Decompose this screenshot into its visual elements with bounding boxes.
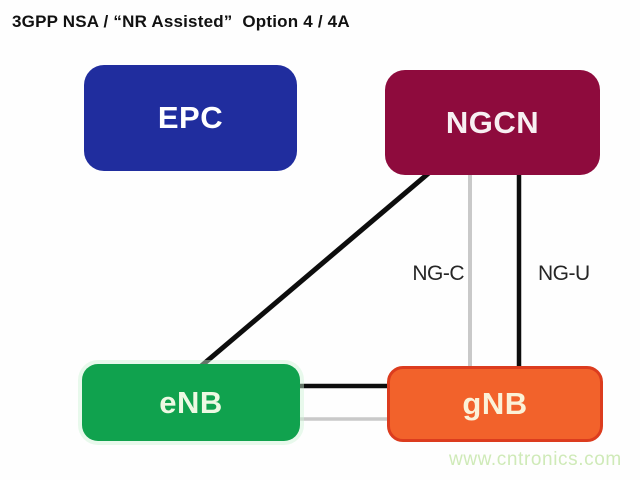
edge-label-ng-c: NG-C <box>412 262 464 285</box>
edge-ngcn-to-enb <box>198 170 432 369</box>
node-gnb: gNB <box>387 366 603 442</box>
node-ngcn: NGCN <box>385 70 600 175</box>
node-epc-label: EPC <box>157 100 224 135</box>
node-enb: eNB <box>82 364 300 441</box>
edge-label-ng-u: NG-U <box>538 262 590 285</box>
node-ngcn-label: NGCN <box>445 104 540 140</box>
watermark: www.cntronics.com <box>449 449 622 470</box>
node-epc: EPC <box>84 65 297 171</box>
page-title: 3GPP NSA / “NR Assisted” Option 4 / 4A <box>12 12 350 31</box>
node-gnb-label: gNB <box>462 386 528 421</box>
node-enb-label: eNB <box>159 384 223 420</box>
